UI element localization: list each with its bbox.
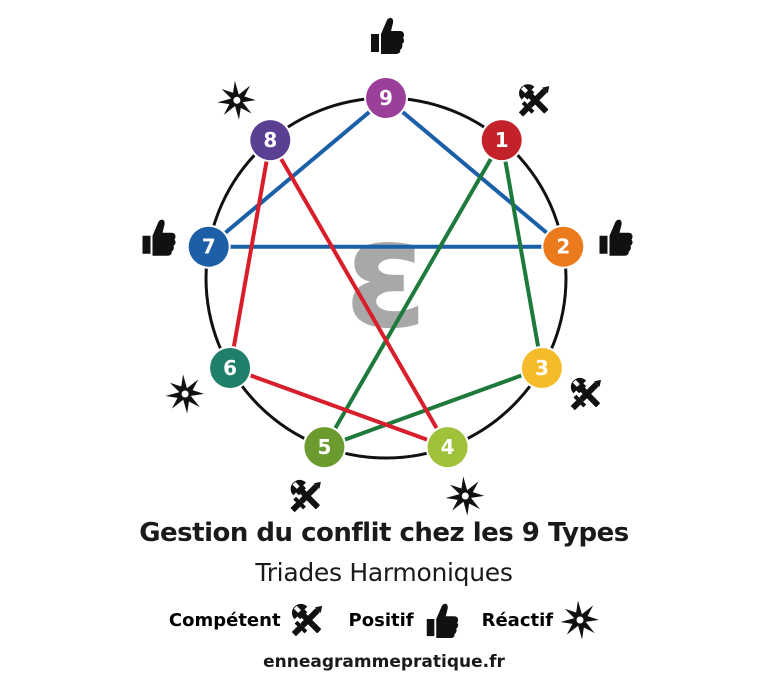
diagram-subtitle: Triades Harmoniques <box>255 558 513 587</box>
legend-label-positif: Positif <box>348 609 414 631</box>
tools-icon <box>288 601 327 639</box>
triad-line-competent <box>322 139 504 449</box>
node-circle <box>250 120 291 161</box>
website-url: enneagrammepratique.fr <box>263 652 505 672</box>
enneagram-diagram: ε 9 1 2 3 4 5 6 7 8 <box>142 17 633 519</box>
node-label: 7 <box>202 235 216 259</box>
type-node-8: 8 <box>248 118 293 163</box>
legend: Compétent Positif Réactif <box>0 600 768 640</box>
triad-lines <box>207 96 565 449</box>
legend-label-competent: Compétent <box>168 609 281 631</box>
node-circle <box>427 427 468 468</box>
thumbs-up-icon <box>371 17 405 54</box>
type-node-9: 9 <box>364 76 408 120</box>
tools-icon <box>515 80 555 120</box>
type-node-4: 4 <box>425 425 470 470</box>
node-label: 8 <box>263 128 277 152</box>
triad-line-reactif <box>228 139 273 369</box>
type-node-6: 6 <box>208 346 253 390</box>
type-node-2: 2 <box>541 224 586 269</box>
triad-line-positif <box>207 96 388 249</box>
triad-line-competent <box>499 139 544 369</box>
legend-label-reactif: Réactif <box>481 609 554 631</box>
node-circle <box>366 78 406 118</box>
node-circle <box>210 348 251 388</box>
triad-line-competent <box>323 366 543 449</box>
node-label: 4 <box>441 435 455 459</box>
thumbs-up-icon <box>142 219 176 256</box>
shuriken-icon <box>442 473 488 519</box>
node-circle <box>188 226 229 267</box>
type-node-3: 3 <box>519 346 564 390</box>
type-node-5: 5 <box>302 425 347 470</box>
node-label: 5 <box>317 435 331 459</box>
thumbs-up-icon <box>599 219 633 256</box>
node-circle <box>543 226 584 267</box>
node-circle <box>481 120 522 161</box>
type-node-7: 7 <box>186 224 231 269</box>
node-label: 2 <box>556 235 570 259</box>
tools-icon <box>567 374 606 414</box>
node-label: 9 <box>379 86 393 110</box>
triad-line-reactif <box>268 139 450 449</box>
node-circle <box>521 348 562 388</box>
node-label: 1 <box>495 128 509 152</box>
node-label: 6 <box>223 356 237 380</box>
shuriken-icon <box>214 77 260 123</box>
node-circle <box>304 427 345 468</box>
shuriken-icon <box>561 601 600 639</box>
tools-icon <box>286 476 326 516</box>
thumbs-up-icon <box>426 603 458 639</box>
type-nodes: 9 1 2 3 4 5 6 7 8 <box>186 76 586 470</box>
triad-line-positif <box>384 96 565 249</box>
shuriken-icon <box>162 371 208 417</box>
enneagram-logo: ε <box>344 188 428 362</box>
node-label: 3 <box>535 356 549 380</box>
diagram-title: Gestion du conflit chez les 9 Types <box>139 518 629 548</box>
type-node-1: 1 <box>479 118 524 163</box>
triad-line-reactif <box>229 366 449 449</box>
